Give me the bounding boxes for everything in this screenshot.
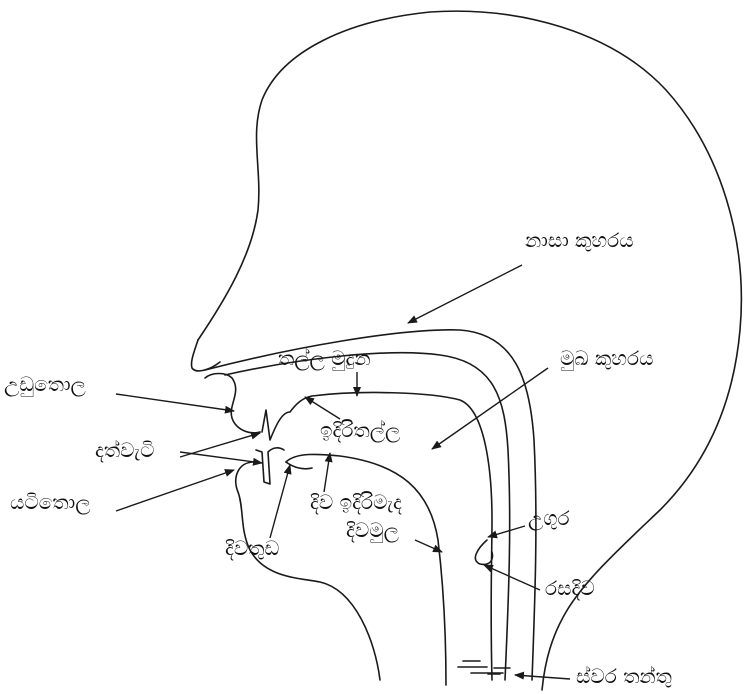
label-upper-lip: උඩුතොල: [4, 374, 86, 394]
nose-outline: [191, 340, 220, 371]
label-vocal-cords: ස්වර තන්තු: [576, 666, 672, 686]
arrow-vocal-cords: [515, 675, 570, 679]
arrow-uvula: [484, 565, 540, 590]
arrow-lower-lip: [116, 470, 234, 511]
label-front-palate: ඉදිරිතල්ල: [320, 420, 400, 440]
upper-lip-outline: [205, 374, 260, 433]
label-tongue-root: දිවමුල: [346, 520, 399, 540]
arrow-tongue-tip: [270, 465, 290, 538]
label-uvula: රසදිව: [545, 578, 595, 598]
label-tongue-tip: දිවතුඩ: [225, 538, 279, 558]
label-palate-top: තල්ල මුදුන: [278, 348, 371, 368]
label-teeth: දත්වැටි: [95, 440, 154, 460]
arrow-teeth-lower: [180, 452, 262, 463]
tongue-outline: [286, 454, 446, 685]
arrow-tongue-front-mid: [324, 453, 330, 492]
uvula-outline: [475, 540, 492, 564]
arrow-nasal-cavity: [408, 265, 522, 323]
arrow-front-palate: [305, 397, 340, 419]
lower-teeth-outline: [256, 448, 284, 484]
label-pharynx: උගුර: [528, 508, 570, 528]
label-oral-cavity: මුඛ කුහරය: [560, 348, 653, 368]
label-tongue-front-mid: දිව ඉදිරිමැද: [310, 492, 402, 512]
vocal-cords-marks: [458, 661, 510, 674]
arrow-pharynx: [488, 526, 525, 537]
label-lower-lip: යටිතොල: [10, 492, 90, 512]
label-nasal-cavity: නාසා කුහරය: [525, 230, 634, 250]
arrow-upper-lip: [116, 394, 234, 411]
